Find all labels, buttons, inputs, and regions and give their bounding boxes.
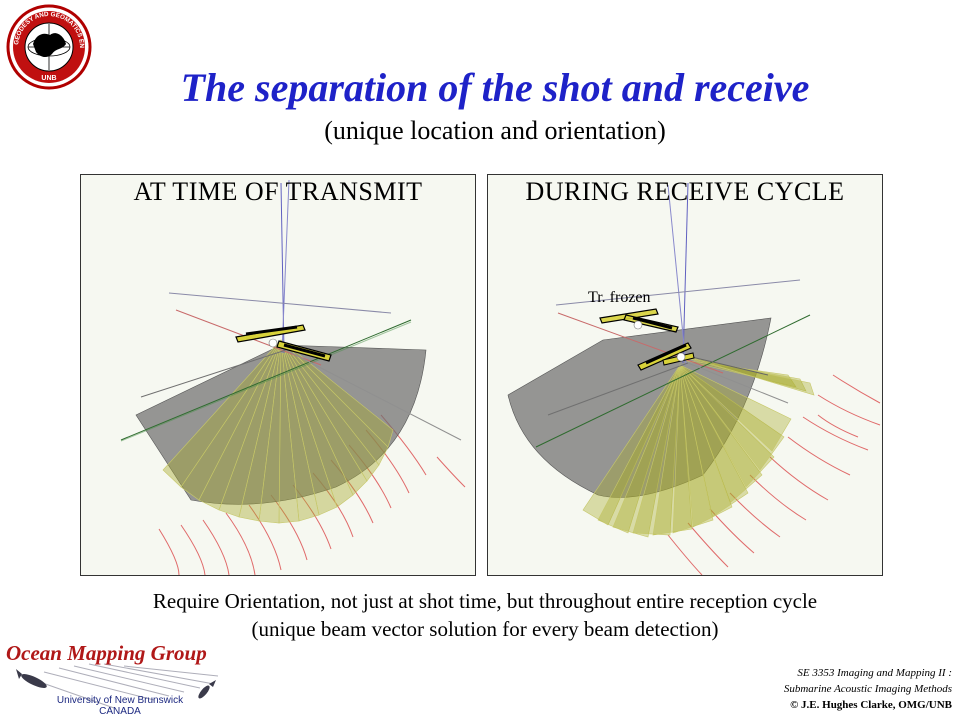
receive-beam-fans <box>582 356 815 538</box>
transducer-array-frozen <box>599 308 679 333</box>
whale-icon <box>198 680 216 699</box>
copyright-notice: © J.E. Hughes Clarke, OMG/UNB <box>790 699 952 711</box>
transducer-array <box>235 324 332 362</box>
fish-icon <box>16 669 47 688</box>
receive-panel-label: DURING RECEIVE CYCLE <box>525 177 845 206</box>
transmit-panel: AT TIME OF TRANSMIT <box>80 174 476 576</box>
omg-affiliation: University of New Brunswick CANADA <box>50 695 190 717</box>
transmit-panel-label: AT TIME OF TRANSMIT <box>133 177 423 206</box>
transducer-frozen-label: Tr. frozen <box>588 289 651 306</box>
omg-country: CANADA <box>99 706 141 717</box>
caption-line-1: Require Orientation, not just at shot ti… <box>152 589 818 613</box>
omg-university: University of New Brunswick <box>56 695 184 706</box>
slide-title: The separation of the shot and receive <box>180 65 810 110</box>
seal-bottom-text: UNB <box>41 75 56 82</box>
transducer-array-current <box>637 342 695 371</box>
transmit-beam-fan <box>162 339 394 524</box>
course-footer: SE 3353 Imaging and Mapping II : Submari… <box>784 665 952 713</box>
receive-illustration <box>507 182 881 575</box>
transmit-illustration <box>120 179 466 575</box>
ocean-mapping-group-logo <box>4 636 220 716</box>
receive-panel: DURING RECEIVE CYCLE Tr. frozen <box>487 174 883 576</box>
slide-subtitle: (unique location and orientation) <box>324 116 666 145</box>
reference-axes <box>535 182 811 448</box>
course-name: SE 3353 Imaging and Mapping II : <box>797 667 952 679</box>
caption-line-2: (unique beam vector solution for every b… <box>251 617 719 641</box>
unb-seal-logo: GEODESY AND GEOMATICS ENGINEERING UNB <box>6 4 92 90</box>
seafloor-contours <box>667 374 881 575</box>
omg-title: Ocean Mapping Group <box>6 641 207 665</box>
reference-axes <box>120 179 462 442</box>
course-subject: Submarine Acoustic Imaging Methods <box>783 683 952 695</box>
